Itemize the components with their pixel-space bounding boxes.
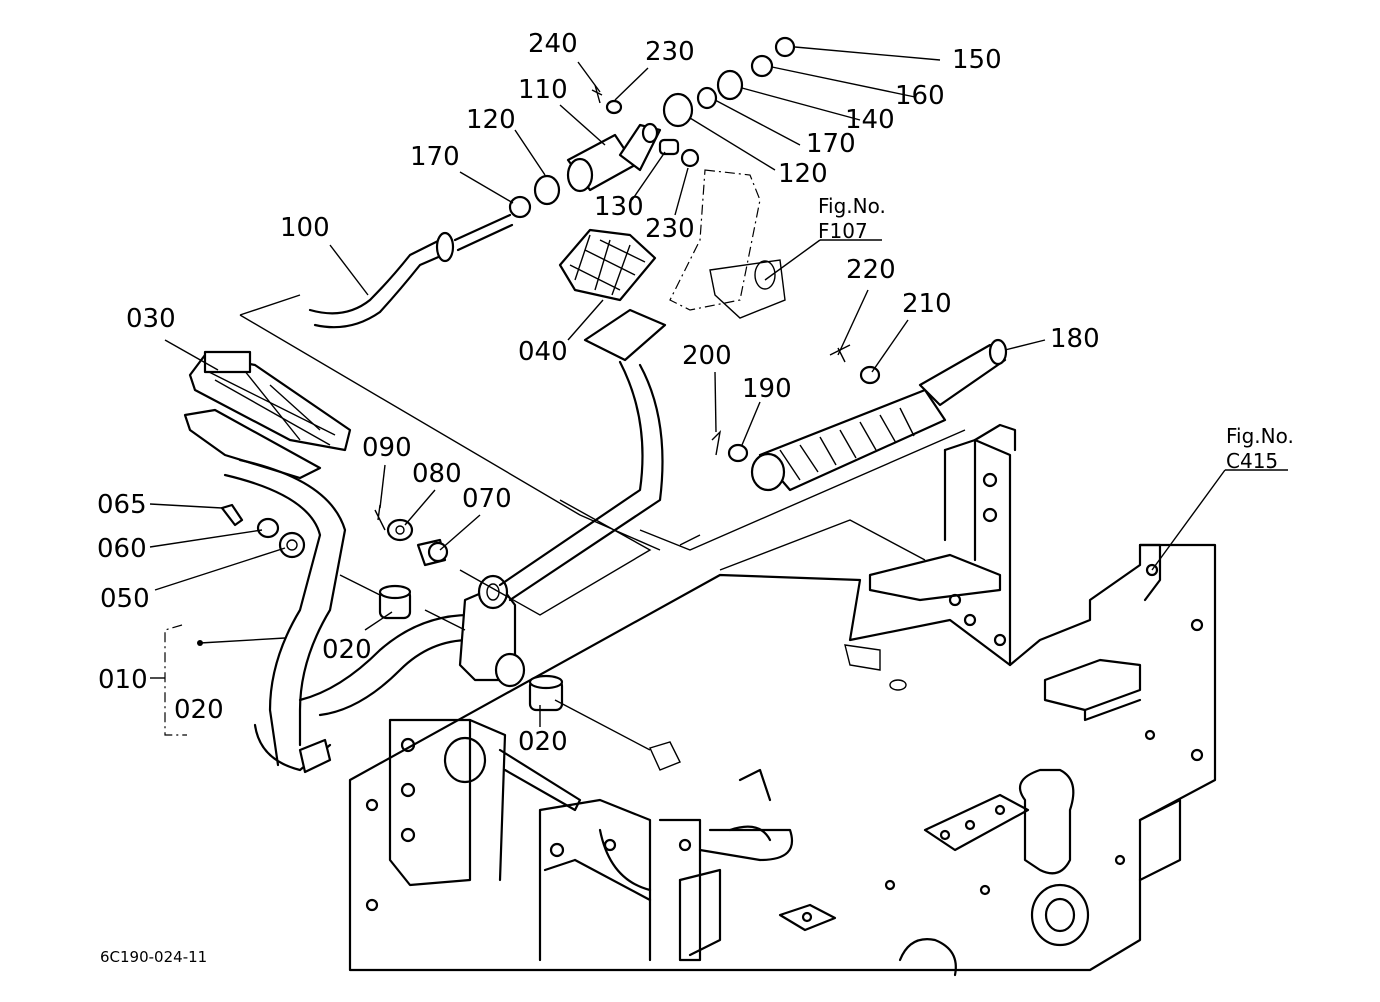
label-160: 160 — [895, 81, 945, 111]
label-140: 140 — [845, 105, 895, 135]
label-020-upper: 020 — [322, 635, 372, 665]
label-230-top: 230 — [645, 37, 695, 67]
label-220: 220 — [846, 255, 896, 285]
label-010: 010 — [98, 665, 148, 695]
part-labels: 240 230 110 150 120 160 140 170 170 120 … — [97, 29, 1294, 966]
label-210: 210 — [902, 289, 952, 319]
ref-c415-title: Fig.No. — [1226, 424, 1294, 448]
label-230-mid: 230 — [645, 214, 695, 244]
label-070: 070 — [462, 484, 512, 514]
label-130: 130 — [594, 192, 644, 222]
label-040: 040 — [518, 337, 568, 367]
label-020-lower: 020 — [518, 727, 568, 757]
label-120-right: 120 — [778, 159, 828, 189]
label-080: 080 — [412, 459, 462, 489]
frame-assembly — [348, 423, 1217, 977]
ref-f107-title: Fig.No. — [818, 194, 886, 218]
drawing-code: 6C190-024-11 — [100, 948, 207, 966]
label-170-right: 170 — [806, 129, 856, 159]
ref-c415-code: C415 — [1226, 449, 1278, 473]
leader-lines — [149, 46, 1288, 736]
label-100: 100 — [280, 213, 330, 243]
label-060: 060 — [97, 534, 147, 564]
label-150: 150 — [952, 45, 1002, 75]
label-180: 180 — [1050, 324, 1100, 354]
label-120-left: 120 — [466, 105, 516, 135]
ref-f107-code: F107 — [818, 219, 868, 243]
label-030: 030 — [126, 304, 176, 334]
label-200: 200 — [682, 341, 732, 371]
label-190: 190 — [742, 374, 792, 404]
label-050: 050 — [100, 584, 150, 614]
label-110: 110 — [518, 75, 568, 105]
label-240: 240 — [528, 29, 578, 59]
rod-linkage — [239, 36, 1008, 751]
label-170-left: 170 — [410, 142, 460, 172]
label-090: 090 — [362, 433, 412, 463]
label-065: 065 — [97, 490, 147, 520]
label-020-bracket: 020 — [174, 695, 224, 725]
